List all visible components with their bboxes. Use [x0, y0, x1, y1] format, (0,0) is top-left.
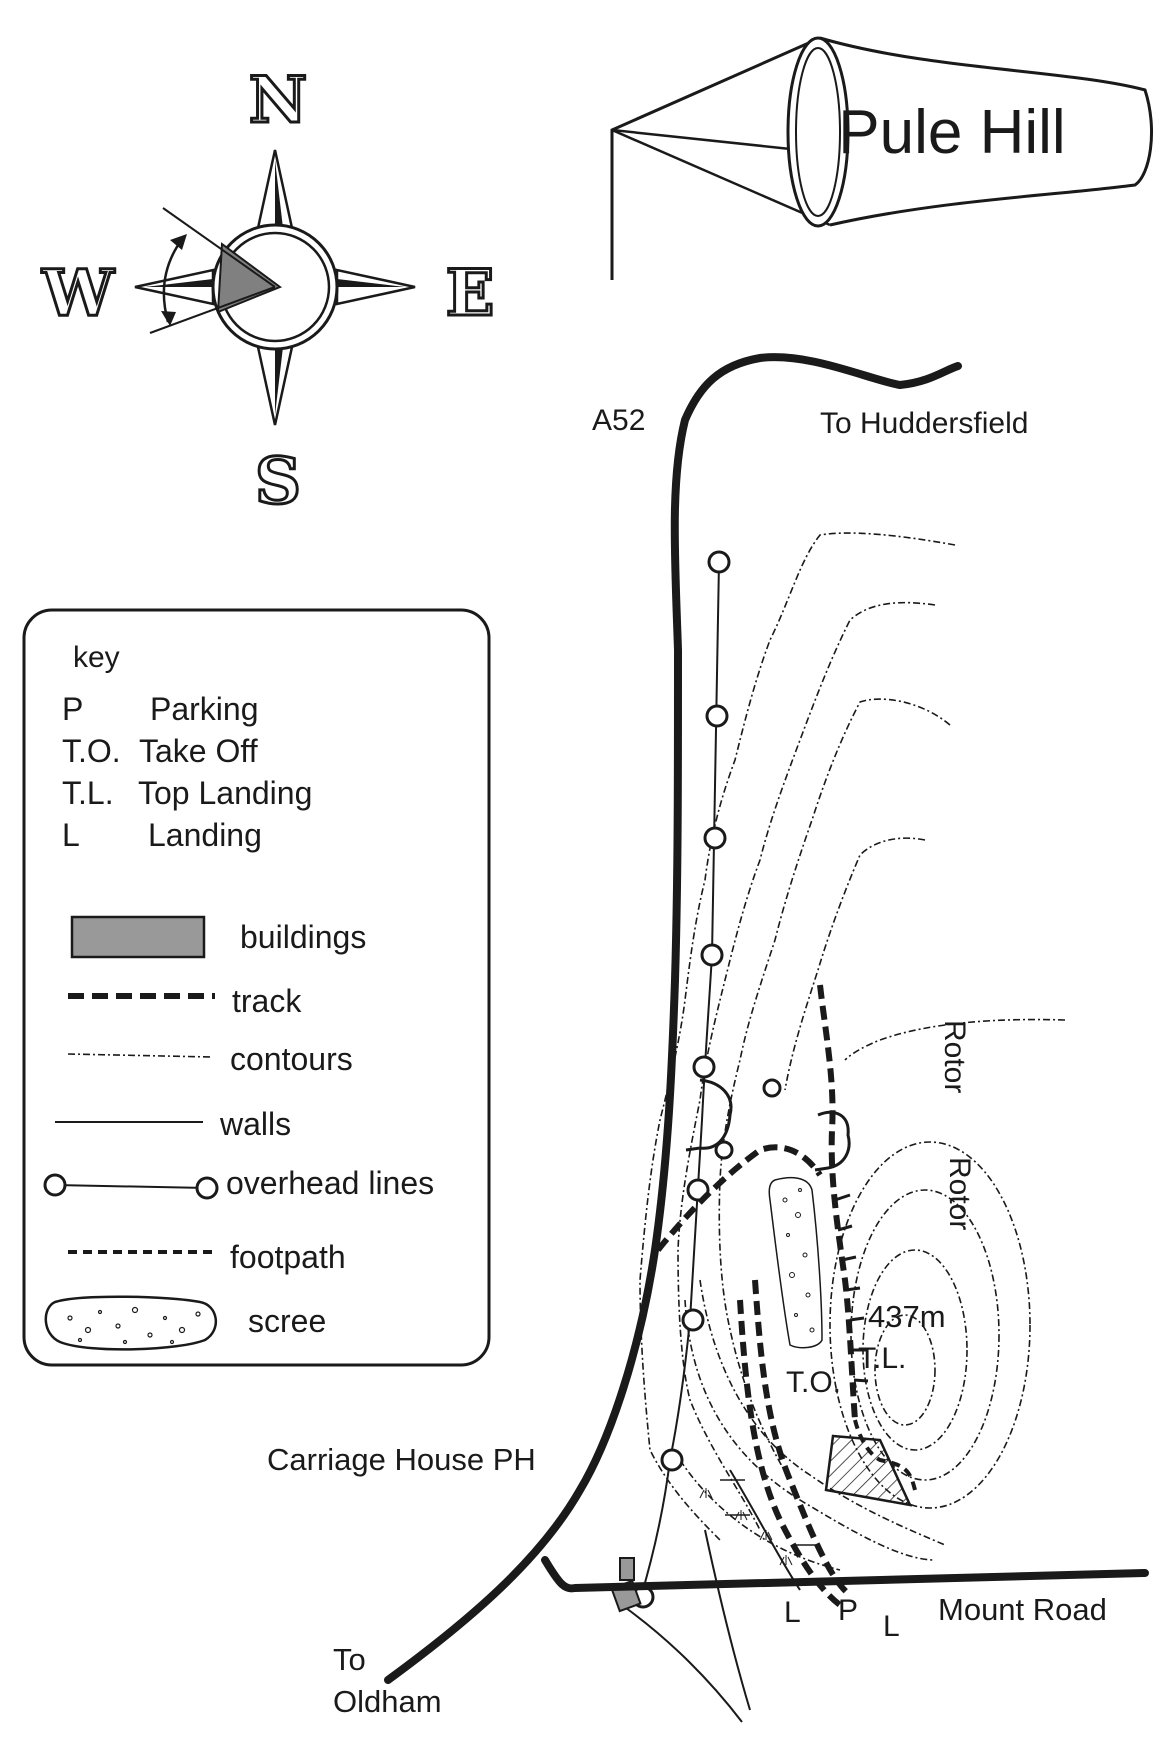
key-label-footpath: footpath: [230, 1239, 346, 1275]
wind-direction-sector: [216, 242, 283, 314]
windsock-icon: [610, 36, 1154, 280]
wind-sector-line-lower: [149, 286, 276, 334]
key-scree-dots: [67, 1306, 201, 1345]
compass-points: [134, 149, 416, 426]
mount-road-label: Mount Road: [938, 1592, 1107, 1627]
scree-area: [768, 1176, 823, 1349]
landing-label-left: L: [784, 1596, 801, 1629]
pylon-icon: [660, 1448, 684, 1472]
pylon-icon: [705, 704, 729, 728]
compass-west-label: W: [41, 256, 115, 331]
summit-height-label: 437m: [868, 1299, 946, 1334]
key-label-contours: contours: [230, 1041, 353, 1077]
key-meaning-parking: Parking: [150, 691, 259, 727]
compass-east-label: E: [446, 256, 495, 331]
top-landing-label: T.L.: [858, 1342, 906, 1375]
compass-rose: N S E W: [40, 62, 496, 521]
pylon-icon: [703, 826, 727, 850]
wind-sector-line-upper: [162, 207, 276, 288]
road-a52: [384, 353, 962, 1684]
scree-area-dots: [782, 1188, 815, 1333]
compass-south-label: S: [255, 444, 301, 519]
wind-arc-arrowhead-top: [170, 234, 187, 250]
parking-label: P: [838, 1594, 858, 1627]
key-pylon-icon-left: [43, 1173, 67, 1197]
parking-area: [824, 1434, 913, 1507]
key-contours-swatch: [67, 1053, 213, 1058]
escarpment-ticks: [834, 1193, 869, 1383]
key-meaning-landing: Landing: [148, 817, 262, 853]
map-key: key P Parking T.O. Take Off T.L. Top Lan…: [22, 608, 491, 1367]
wind-arc-arrowhead-bottom: [161, 311, 176, 326]
key-code-take-off: T.O.: [62, 733, 121, 769]
pylon-icon: [692, 1055, 716, 1079]
to-oldham-label-line2: Oldham: [333, 1684, 442, 1719]
key-scree-swatch: [44, 1295, 217, 1351]
key-code-parking: P: [62, 691, 83, 727]
map-title: Pule Hill: [838, 98, 1065, 167]
tracks: [655, 984, 858, 1608]
key-label-buildings: buildings: [240, 919, 366, 955]
pylon-icon: [700, 943, 724, 967]
rough-grass-symbols: [699, 1479, 820, 1566]
rotor-label-lower: Rotor: [943, 1157, 976, 1230]
compass-north-label: N: [249, 63, 308, 138]
key-code-top-landing: T.L.: [62, 775, 114, 811]
pylon-icon: [681, 1308, 705, 1332]
key-label-scree: scree: [248, 1303, 326, 1339]
road-mount-road: [541, 1556, 1149, 1593]
key-meaning-top-landing: Top Landing: [138, 775, 312, 811]
roadside-building: [619, 1557, 635, 1581]
take-off-label: T.O.: [786, 1366, 841, 1399]
key-meaning-take-off: Take Off: [139, 733, 258, 769]
rotor-label-upper: Rotor: [938, 1020, 971, 1093]
key-abbreviations: P Parking T.O. Take Off T.L. Top Landing…: [62, 691, 312, 853]
key-label-track: track: [232, 983, 302, 1019]
key-code-landing: L: [62, 817, 80, 853]
a52-label: A52: [592, 404, 645, 437]
small-marker-icon: [714, 1140, 734, 1160]
to-oldham-label-line1: To: [333, 1642, 366, 1677]
key-label-overhead-lines: overhead lines: [226, 1165, 434, 1201]
key-pylon-icon-right: [195, 1176, 219, 1200]
carriage-house-label: Carriage House PH: [267, 1442, 536, 1477]
key-label-walls: walls: [219, 1106, 291, 1142]
to-huddersfield-label: To Huddersfield: [820, 407, 1028, 440]
landing-label-right: L: [883, 1610, 900, 1643]
pylon-icon: [707, 550, 731, 574]
small-marker-icon: [762, 1078, 782, 1098]
key-border: [22, 608, 491, 1367]
key-title: key: [73, 641, 120, 674]
key-overhead-lines-swatch: [54, 1184, 208, 1189]
key-building-swatch: [70, 915, 206, 959]
